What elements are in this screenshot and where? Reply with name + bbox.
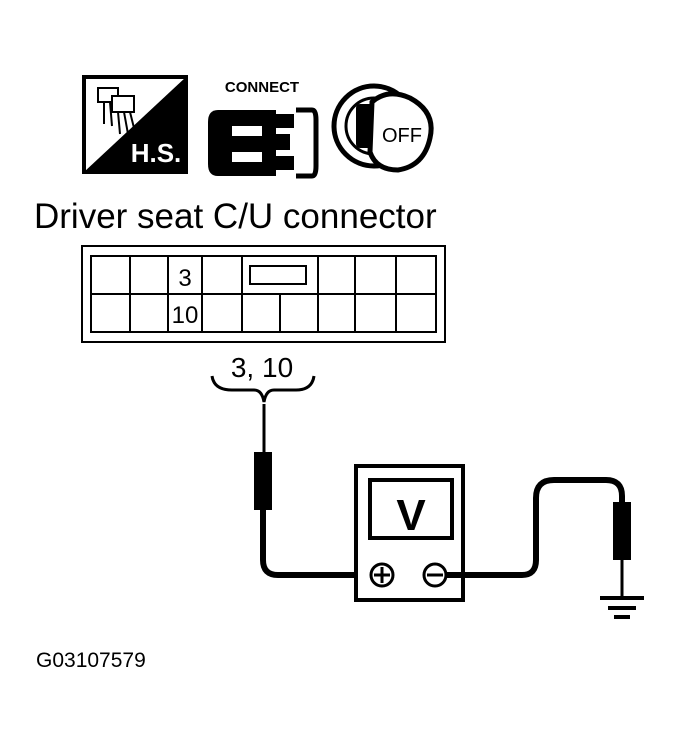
- negative-probe: [446, 477, 631, 598]
- pin-3-label: 3: [178, 265, 191, 292]
- harness-hs-icon: H.S.: [82, 75, 188, 174]
- connector-face: 3 10: [81, 245, 446, 343]
- connector-title: Driver seat C/U connector: [34, 197, 437, 236]
- connect-icon: CONNECT: [208, 79, 319, 179]
- harness-connector-icon: [97, 87, 135, 135]
- figure-id: G03107579: [36, 649, 146, 672]
- key-off-label: OFF: [382, 125, 422, 147]
- probe-brace: [210, 375, 316, 403]
- probe-pins-label: 3, 10: [231, 352, 293, 383]
- connect-label: CONNECT: [225, 79, 299, 96]
- voltmeter: V: [354, 464, 465, 602]
- pin-10-label: 10: [172, 302, 199, 329]
- hs-label: H.S.: [131, 138, 182, 168]
- ground-icon: [600, 596, 644, 619]
- voltmeter-display: V: [396, 491, 426, 540]
- ignition-key-off-icon: OFF: [331, 83, 434, 173]
- positive-probe: [254, 404, 372, 578]
